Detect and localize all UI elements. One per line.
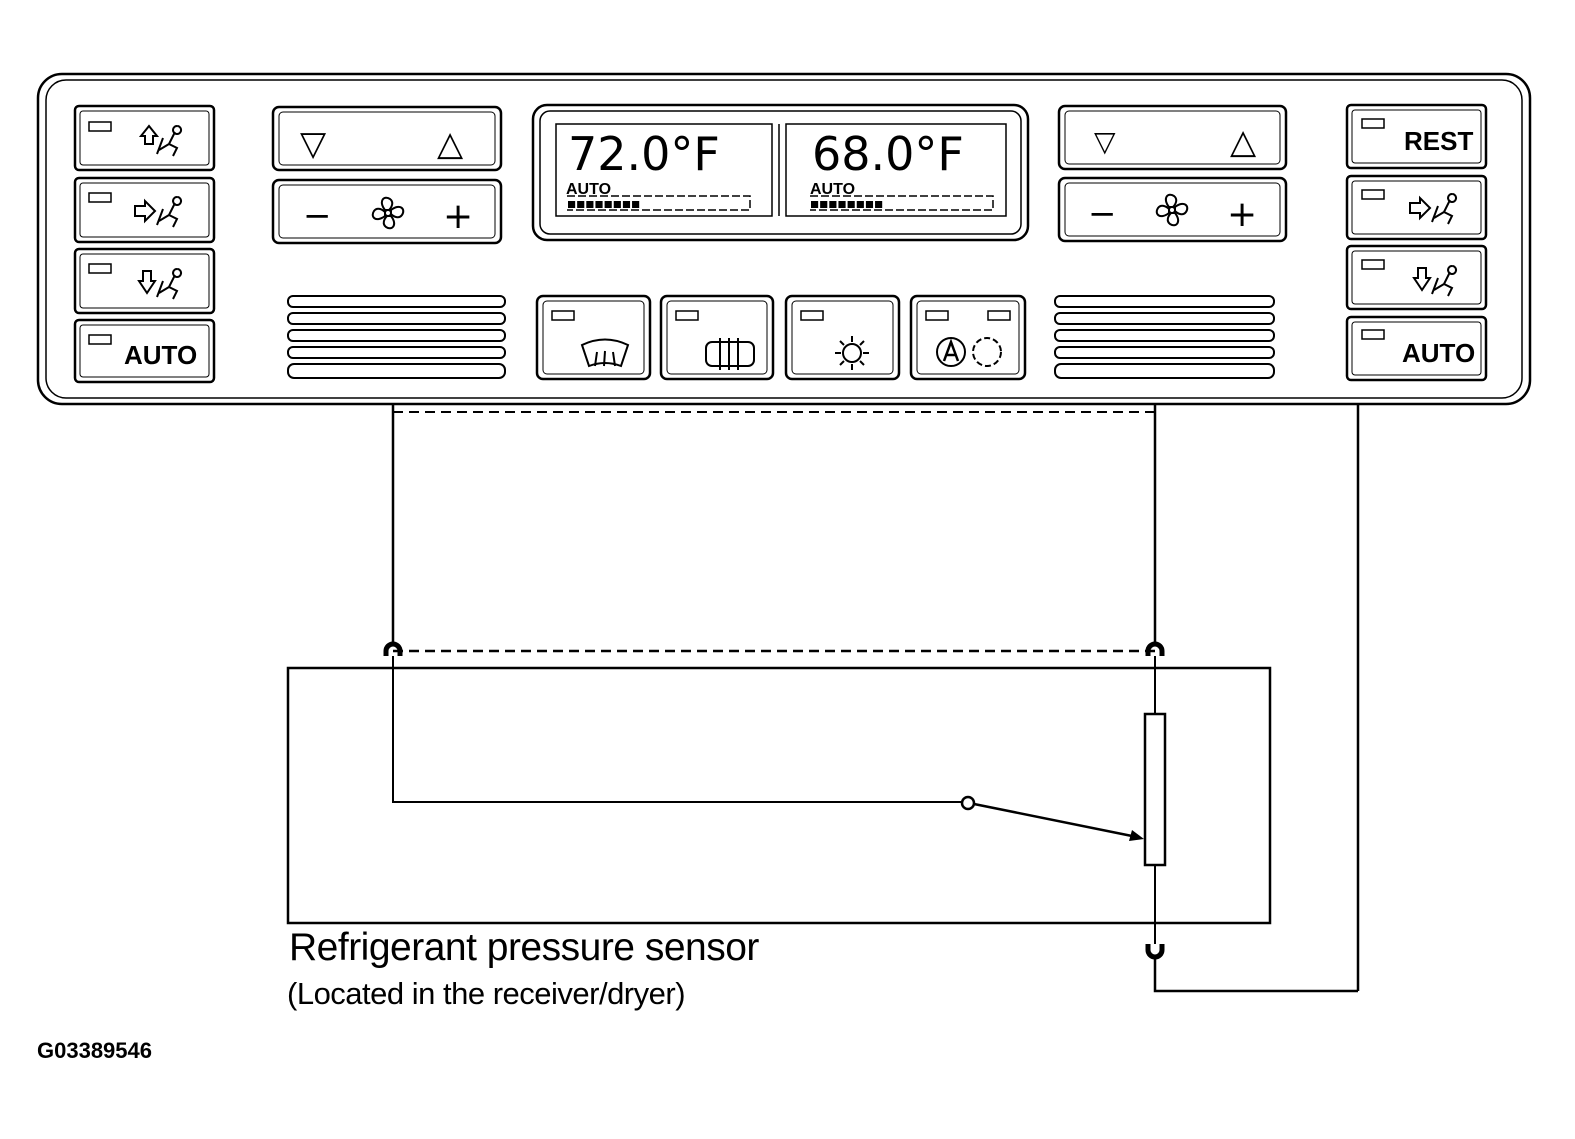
indicator-led [1361,118,1385,129]
wiper-arm [973,802,1133,838]
vent-down-icon [1412,265,1458,297]
indicator-led [1361,189,1385,200]
windshield-defrost-button[interactable] [535,294,652,381]
rest-label: REST [1404,126,1473,156]
sensor-title: Refrigerant pressure sensor [289,926,759,969]
right-temperature-readout: 68.0°F [812,127,964,181]
vent-middle-button-right[interactable] [1345,174,1488,241]
right-level-bar [810,195,994,211]
right-fan-minus-button[interactable]: − [1088,194,1117,234]
level-bar-segment [811,201,819,208]
figure-id: G03389546 [37,1038,152,1063]
auto-label: AUTO [1402,338,1475,368]
level-bar-segment [577,201,585,208]
indicator-led [88,334,112,345]
auto-button-right[interactable]: AUTO [1345,315,1488,382]
vent-down-icon [137,268,183,300]
right-vent-grille [1054,295,1275,379]
left-temp-down-button[interactable]: ▽ [300,124,327,164]
rear-defrost-button[interactable] [659,294,775,381]
right-fan-control: − + [1057,176,1288,243]
wiring [391,404,1360,993]
level-bar-segment [847,201,855,208]
vent-middle-icon [134,196,183,228]
sensor-location-note: (Located in the receiver/dryer) [287,976,686,1011]
rest-button[interactable]: REST [1345,103,1488,170]
left-button-column: AUTO [73,104,216,384]
ac-snowflake-icon [835,336,869,370]
right-temp-control: ▽ △ [1057,104,1288,171]
recirculation-auto-icon [936,337,1002,367]
indicator-led [1361,329,1385,340]
left-temp-up-button[interactable]: △ [437,124,464,164]
vent-down-button-right[interactable] [1345,244,1488,311]
left-fan-control: − + [271,178,503,245]
vent-up-icon [138,124,183,157]
indicator-led [551,310,575,321]
left-fan-plus-button[interactable]: + [443,196,473,237]
ac-button[interactable] [784,294,901,381]
right-button-column: REST AUTO [1345,103,1488,382]
level-bar-segment [856,201,864,208]
right-fan-plus-button[interactable]: + [1227,194,1257,235]
level-bar-segment [820,201,828,208]
right-temp-up-button[interactable]: △ [1230,122,1257,162]
windshield-defrost-icon [580,338,630,368]
indicator-led [88,192,112,203]
vent-middle-icon [1409,193,1458,225]
level-bar-segment [838,201,846,208]
indicator-led [800,310,824,321]
indicator-led [675,310,699,321]
recirculation-button[interactable] [909,294,1027,381]
rear-defrost-icon [705,338,755,370]
indicator-led [88,121,112,132]
right-temp-down-button[interactable]: ▽ [1094,125,1116,158]
connector-pin-2 [1145,641,1165,656]
wiper-arrowhead [1129,830,1144,841]
indicator-led [925,310,949,321]
left-auto-indicator: AUTO [566,181,611,198]
left-temperature-readout: 72.0°F [568,127,720,181]
auto-label: AUTO [124,340,197,370]
indicator-led [1361,259,1385,270]
wiper-pivot [960,795,976,811]
refrigerant-pressure-sensor [286,656,1272,944]
level-bar-segment [829,201,837,208]
level-bar-segment [595,201,603,208]
vent-up-button[interactable] [73,104,216,172]
indicator-led [987,310,1011,321]
left-fan-minus-button[interactable]: − [303,196,332,236]
vent-middle-button[interactable] [73,176,216,244]
level-bar-segment [632,201,640,208]
potentiometer-resistor [1143,712,1167,867]
connector-pin-1 [383,641,403,656]
left-vent-grille [287,295,506,379]
level-bar-outline [567,195,751,211]
vent-down-button[interactable] [73,247,216,315]
left-temp-control: ▽ △ [271,105,503,172]
level-bar-segment [604,201,612,208]
level-bar-segment [622,201,631,208]
left-level-bar [567,195,751,211]
right-auto-indicator: AUTO [810,181,855,198]
auto-button-left[interactable]: AUTO [73,318,216,384]
level-bar-segment [586,201,594,208]
level-bar-segment [613,201,621,208]
level-bar-segment [875,201,883,208]
level-bar-segment [865,201,874,208]
level-bar-outline [810,195,994,211]
level-bar-segment [568,201,576,208]
temperature-display: 72.0°F AUTO 68.0°F AUTO [531,103,1030,242]
indicator-led [88,263,112,274]
connector-pin-3 [1145,944,1165,960]
